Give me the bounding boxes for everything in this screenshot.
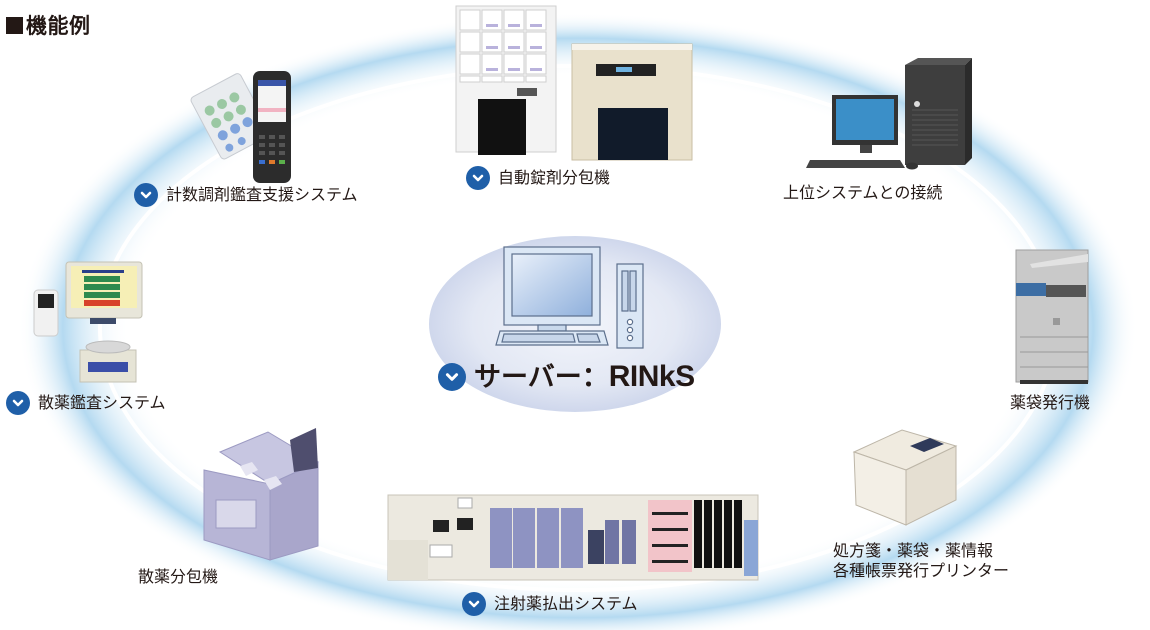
node-upper-system[interactable]: 上位システムとの接続 [783, 183, 942, 203]
node-auto-tablet[interactable]: 自動錠剤分包機 [466, 166, 610, 190]
node-injection-dispenser[interactable]: 注射薬払出システム [462, 592, 638, 616]
node-label: 散薬分包機 [138, 567, 219, 586]
desktop-computer-icon [495, 246, 644, 349]
laser-printer-icon [852, 429, 958, 526]
page-title-text: 機能例 [26, 14, 91, 38]
desktop-tower-pc-icon [806, 58, 972, 170]
tablet-packaging-machine-icon [455, 5, 693, 161]
node-label: 散薬鑑査システム [38, 393, 166, 412]
node-label: 計数調剤鑑査支援システム [166, 185, 358, 204]
node-label: 自動錠剤分包機 [498, 168, 611, 187]
handheld-scanner-icon [190, 71, 291, 183]
powder-packaging-machine-icon [203, 428, 320, 561]
node-label: 上位システムとの接続 [783, 183, 943, 202]
check-circle-icon [438, 362, 466, 391]
server-node[interactable]: サーバー：RINkS [438, 358, 695, 396]
check-circle-icon [462, 592, 486, 616]
check-circle-icon [134, 183, 158, 207]
node-label-line-2: 各種帳票発行プリンター [833, 561, 1010, 580]
node-powder-packer[interactable]: 散薬分包機 [138, 567, 218, 587]
node-powder-audit[interactable]: 散薬鑑査システム [6, 391, 166, 415]
page-title: 機能例 [6, 10, 91, 40]
node-counting-audit[interactable]: 計数調剤鑑査支援システム [134, 183, 358, 207]
server-label-prefix: サーバー： [474, 362, 609, 393]
node-label: 注射薬払出システム [494, 594, 638, 613]
server-label-name: RINkS [608, 360, 695, 393]
node-label-line-1: 処方箋・薬袋・薬情報 [833, 541, 994, 560]
copier-printer-icon [1015, 249, 1089, 384]
node-report-printer[interactable]: 処方箋・薬袋・薬情報 各種帳票発行プリンター [833, 541, 1009, 581]
powder-audit-terminal-icon [33, 261, 143, 383]
check-circle-icon [466, 166, 490, 190]
node-label: 薬袋発行機 [1010, 393, 1091, 412]
check-circle-icon [6, 391, 30, 415]
injection-dispensing-line-icon [387, 494, 759, 581]
node-bag-issuer[interactable]: 薬袋発行機 [1010, 393, 1090, 413]
square-marker-icon [6, 17, 23, 34]
